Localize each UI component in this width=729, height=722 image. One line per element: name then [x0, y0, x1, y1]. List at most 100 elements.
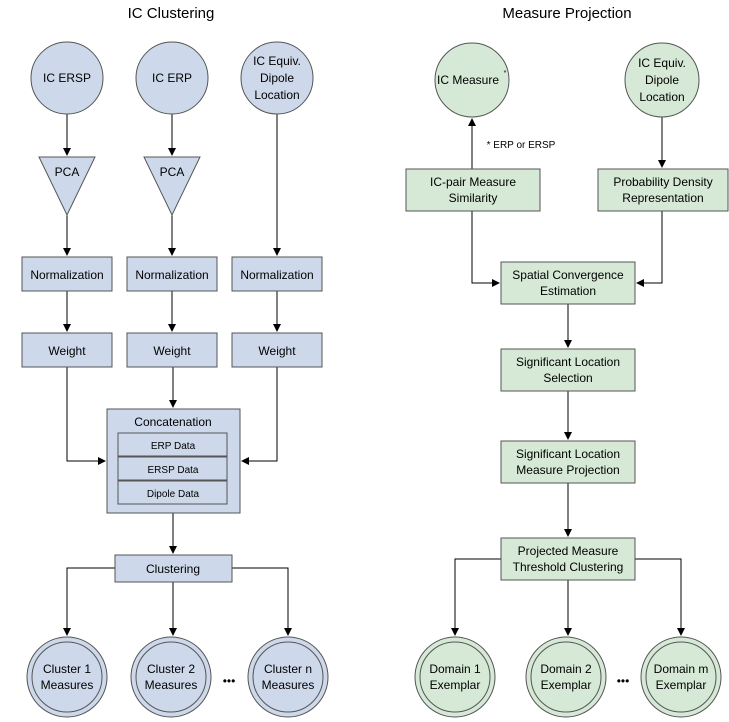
cluster-3-node — [247, 636, 329, 718]
normalization-label-3: Normalization — [240, 268, 313, 282]
pca-label-1: PCA — [55, 165, 80, 179]
concatenation-title: Concatenation — [134, 415, 211, 429]
convergence-label-line-1: Spatial Convergence — [512, 268, 624, 282]
ic-erp-node — [135, 41, 209, 115]
edge-similarity-convergence — [471, 211, 500, 287]
clustering-box — [114, 554, 233, 583]
cluster-1-label-line-2: Measures — [41, 678, 94, 692]
domain-2-label-line-2: Exemplar — [541, 678, 592, 692]
density-label-line-2: Representation — [622, 191, 703, 205]
cluster-2-label-line-1: Cluster 2 — [147, 662, 195, 676]
cluster-1-label-line-1: Cluster 1 — [43, 662, 91, 676]
ic-dipole-label-line-1: IC Equiv. — [253, 54, 301, 68]
concatenation-item-box-3 — [117, 480, 228, 505]
pca-triangle-1 — [38, 156, 96, 217]
edge-cluster-left-seg — [66, 567, 115, 580]
concatenation-item-2: ERSP Data — [148, 465, 199, 476]
cluster-1-node — [26, 636, 108, 718]
ic-measure-node — [434, 42, 510, 118]
ic-dipole-label-line-3: Location — [254, 88, 299, 102]
convergence-label-line-2: Estimation — [540, 284, 596, 298]
concatenation-item-1: ERP Data — [151, 441, 196, 452]
footnote: * ERP or ERSP — [487, 140, 556, 151]
weight-box-3 — [231, 332, 323, 368]
projection-label-line-2: Measure Projection — [516, 463, 619, 477]
weight-box-1 — [21, 332, 113, 368]
domain-1-node — [414, 636, 496, 718]
domain-1-node-inner — [419, 641, 491, 713]
edge-weight3-concat — [241, 367, 278, 465]
domain-1-label-line-1: Domain 1 — [429, 662, 481, 676]
concatenation-item-box-2 — [117, 456, 228, 481]
edge-weight1-concat — [66, 367, 106, 465]
threshold-label-line-2: Threshold Clustering — [513, 560, 624, 574]
cluster-1-node-inner — [31, 641, 103, 713]
pca-triangle-2 — [143, 156, 201, 217]
threshold-box — [500, 537, 636, 581]
ic-erp-node-outer — [135, 41, 209, 115]
normalization-box-3 — [231, 256, 323, 292]
selection-box — [500, 348, 636, 392]
density-box — [597, 168, 729, 212]
ic-measure-label: IC Measure — [437, 73, 499, 87]
cluster-2-node-inner — [135, 641, 207, 713]
edge-threshold-right-seg — [635, 558, 682, 575]
cluster-3-label-line-2: Measures — [262, 678, 315, 692]
similarity-box — [405, 168, 541, 212]
weight-label-2: Weight — [153, 344, 191, 358]
weight-box-2 — [126, 332, 218, 368]
ic-erp-label-line-1: IC ERP — [152, 71, 192, 85]
cluster-2-label-line-2: Measures — [145, 678, 198, 692]
dipole-location-label-line-1: IC Equiv. — [638, 56, 686, 70]
ic-dipole-node — [240, 41, 314, 115]
domain-1-label-line-2: Exemplar — [430, 678, 481, 692]
ic-measure-asterisk: * — [504, 70, 507, 77]
right-panel-title: Measure Projection — [502, 5, 631, 22]
projection-box — [500, 440, 636, 484]
projection-label-line-1: Significant Location — [516, 447, 620, 461]
dipole-location-label-line-3: Location — [639, 90, 684, 104]
ic-ersp-node — [30, 41, 104, 115]
domain-3-node-inner — [645, 641, 717, 713]
ic-ersp-label-line-1: IC ERSP — [43, 71, 91, 85]
ic-dipole-label-line-2: Dipole — [260, 71, 294, 85]
normalization-label-2: Normalization — [135, 268, 208, 282]
concatenation-item-3: Dipole Data — [147, 489, 200, 500]
right-ellipsis: ••• — [617, 674, 630, 688]
ic-measure-node-outer — [434, 42, 510, 118]
domain-2-node-inner — [530, 641, 602, 713]
weight-label-3: Weight — [258, 344, 296, 358]
cluster-2-node — [130, 636, 212, 718]
edge-threshold-left-seg — [454, 558, 501, 575]
normalization-box-1 — [21, 256, 113, 292]
density-label-line-1: Probability Density — [613, 175, 712, 189]
dipole-location-node-outer — [624, 42, 700, 118]
ic-dipole-node-outer — [240, 41, 314, 115]
concatenation-item-box-1 — [117, 432, 228, 457]
left-ellipsis: ••• — [223, 674, 236, 688]
left-panel-title: IC Clustering — [128, 5, 215, 22]
convergence-box — [500, 261, 636, 305]
cluster-3-label-line-1: Cluster n — [264, 662, 312, 676]
weight-label-1: Weight — [48, 344, 86, 358]
selection-label-line-2: Selection — [543, 371, 592, 385]
clustering-label: Clustering — [146, 562, 200, 576]
similarity-label-line-1: IC-pair Measure — [430, 175, 516, 189]
pca-label-2: PCA — [160, 165, 185, 179]
selection-label-line-1: Significant Location — [516, 355, 620, 369]
threshold-label-line-1: Projected Measure — [518, 544, 619, 558]
domain-3-label-line-2: Exemplar — [656, 678, 707, 692]
normalization-label-1: Normalization — [30, 268, 103, 282]
domain-2-label-line-1: Domain 2 — [540, 662, 592, 676]
dipole-location-node — [624, 42, 700, 118]
domain-3-label-line-1: Domain m — [654, 662, 709, 676]
dipole-location-label-line-2: Dipole — [645, 73, 679, 87]
domain-2-node — [525, 636, 607, 718]
ic-ersp-node-outer — [30, 41, 104, 115]
cluster-3-node-inner — [252, 641, 324, 713]
similarity-label-line-2: Similarity — [449, 191, 498, 205]
normalization-box-2 — [126, 256, 218, 292]
domain-3-node — [640, 636, 722, 718]
edge-density-convergence — [636, 211, 663, 287]
